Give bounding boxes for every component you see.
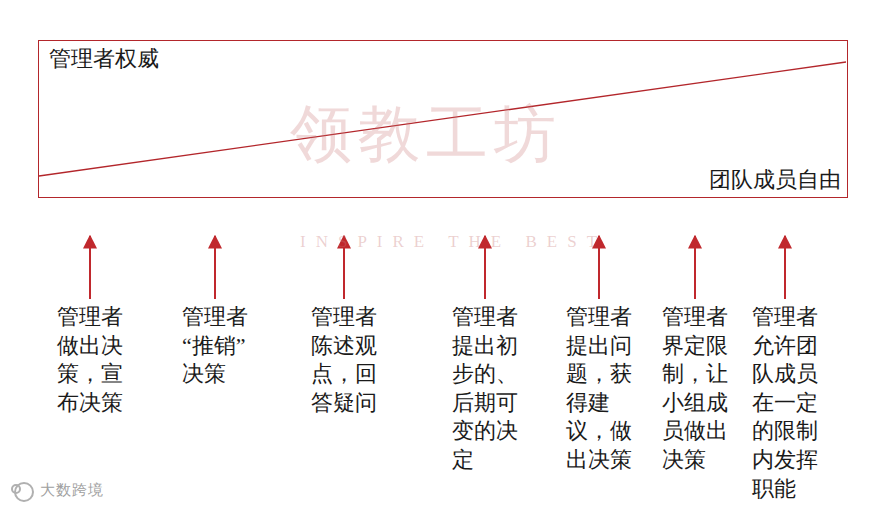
watermark: 领教工坊 <box>290 92 562 176</box>
source-logo-text: 大数跨境 <box>40 481 104 500</box>
caption-text: 管理者允许团队成员在一定的限制内发挥职能 <box>752 303 818 503</box>
axis-label: 管理者权威 <box>49 45 159 74</box>
caption-text: 管理者做出决策，宣布决策 <box>57 303 123 417</box>
pointer-arrow <box>784 236 786 299</box>
watermark: INSPIRE THE BEST <box>300 232 607 252</box>
axis-label: 团队成员自由 <box>709 166 841 195</box>
logo-mark <box>12 485 20 493</box>
pointer-arrow <box>89 236 91 299</box>
pointer-arrow <box>694 236 696 299</box>
caption-text: 管理者“推销”决策 <box>182 303 248 389</box>
authority-freedom-line <box>39 62 846 176</box>
behavior-caption: 管理者做出决策，宣布决策 <box>57 303 123 417</box>
behavior-caption: 管理者陈述观点，回答疑问 <box>311 303 377 417</box>
caption-text: 管理者提出问题，获得建议，做出决策 <box>566 303 632 475</box>
continuum-band: 管理者权威团队成员自由 <box>38 40 848 198</box>
behavior-caption: 管理者提出问题，获得建议，做出决策 <box>566 303 632 475</box>
pointer-arrow <box>214 236 216 299</box>
behavior-caption: 管理者提出初步的、后期可变的决定 <box>452 303 518 475</box>
behavior-caption: 管理者“推销”决策 <box>182 303 248 389</box>
behavior-caption: 管理者允许团队成员在一定的限制内发挥职能 <box>752 303 818 503</box>
caption-text: 管理者界定限制，让小组成员做出决策 <box>662 303 728 475</box>
caption-text: 管理者陈述观点，回答疑问 <box>311 303 377 417</box>
behavior-caption: 管理者界定限制，让小组成员做出决策 <box>662 303 728 475</box>
caption-text: 管理者提出初步的、后期可变的决定 <box>452 303 518 475</box>
